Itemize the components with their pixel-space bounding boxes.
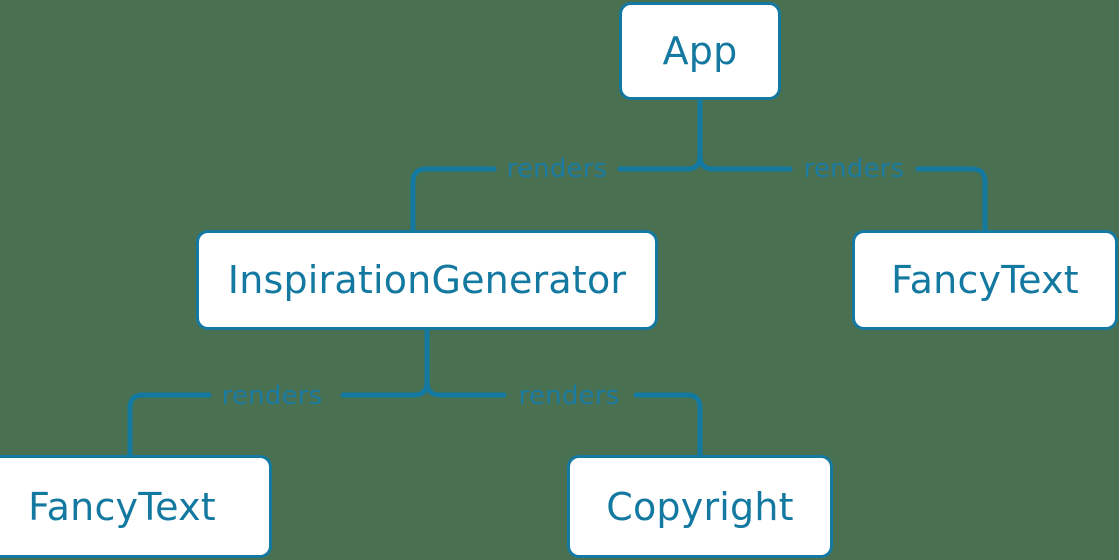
node-app[interactable]: App [619, 2, 781, 100]
node-inspiration-generator-label: InspirationGenerator [227, 258, 627, 302]
edge-label-app-to-inspiration-generator: renders [506, 154, 608, 184]
node-fancy-text-right-label: FancyText [891, 258, 1079, 302]
node-copyright-label: Copyright [606, 484, 794, 529]
edge-label-inspiration-generator-to-fancy-text: renders [221, 381, 323, 411]
node-fancy-text-right[interactable]: FancyText [852, 230, 1118, 330]
node-app-label: App [662, 29, 738, 73]
node-fancy-text-bottom-left[interactable]: FancyText [0, 455, 272, 558]
edge-label-inspiration-generator-to-copyright: renders [518, 381, 620, 411]
edge-app-to-fancy-text-right [697, 153, 988, 233]
edge-label-app-to-fancy-text: renders [803, 154, 905, 184]
node-inspiration-generator[interactable]: InspirationGenerator [196, 230, 658, 330]
node-copyright[interactable]: Copyright [567, 455, 833, 558]
node-fancy-text-bottom-left-label: FancyText [28, 484, 216, 529]
edge-inspiration-generator-to-copyright [424, 379, 703, 458]
